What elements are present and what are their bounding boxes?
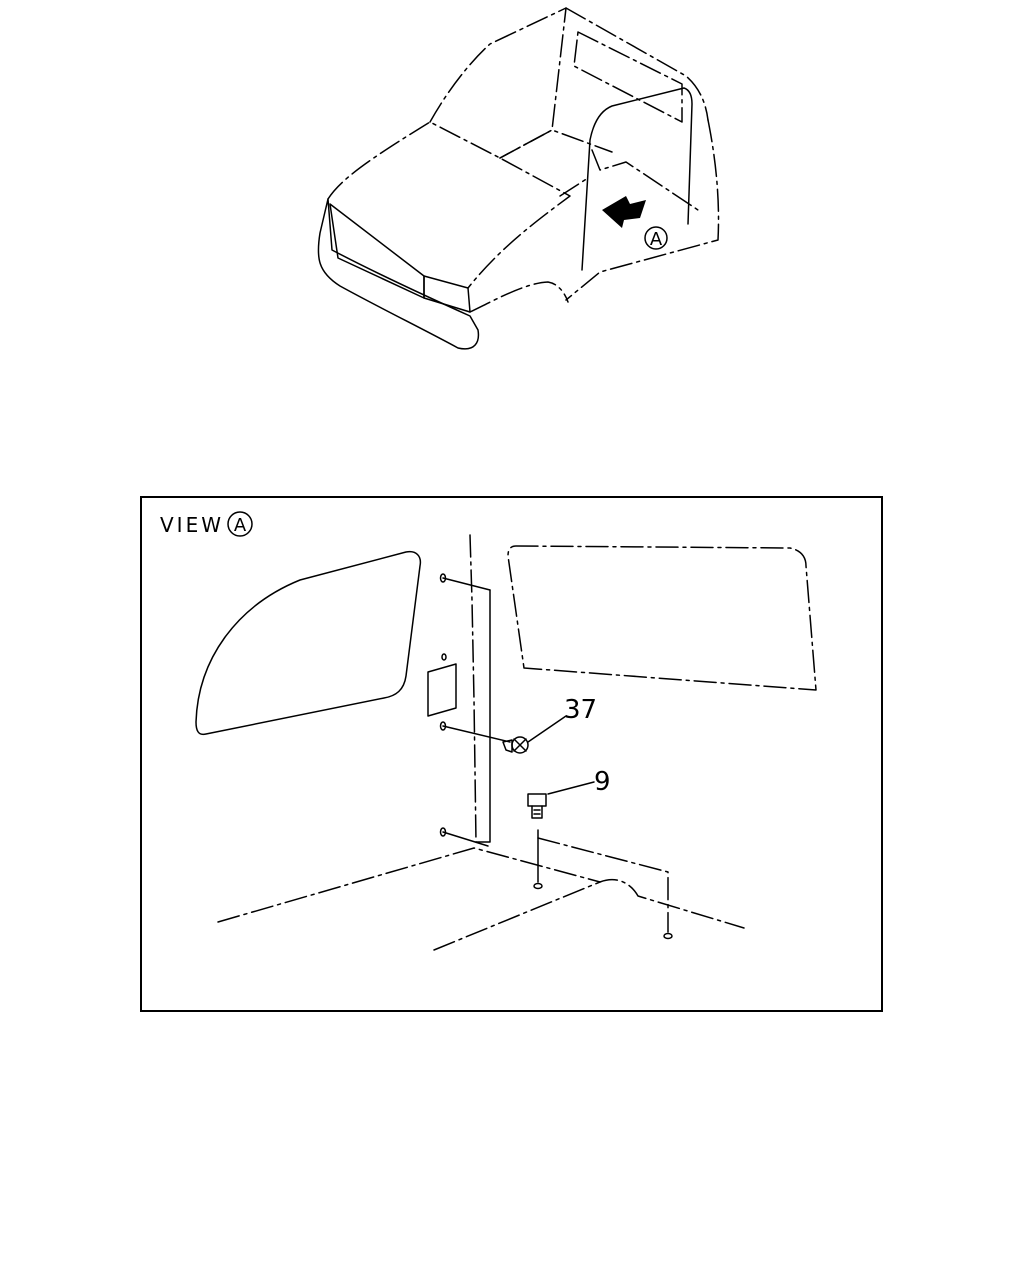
pillar-guide-top	[442, 577, 491, 591]
floor-line-right	[433, 878, 745, 951]
floor-hole-right	[663, 932, 673, 940]
pillar-guide-mid	[442, 725, 511, 743]
quarter-window	[195, 550, 422, 736]
rear-window-detail	[507, 545, 817, 691]
view-callout-circle	[227, 511, 253, 537]
door-pillar-inner	[591, 149, 699, 211]
front-bumper	[317, 198, 480, 350]
label-plate	[427, 663, 457, 717]
center-pillar	[469, 534, 477, 843]
hood	[327, 121, 571, 289]
floor-hole-left	[533, 882, 543, 890]
detail-view: VIEW A 37	[140, 496, 883, 1012]
overview-callout-circle	[644, 226, 668, 250]
clip-part-icon	[502, 736, 529, 754]
mount-hole-bottom	[439, 827, 447, 837]
mount-hole-mid	[439, 721, 447, 731]
cab-rear-panel	[565, 119, 720, 301]
part-9-leader	[547, 781, 595, 795]
cab-floor	[499, 129, 613, 197]
pillar-guide-bottom	[442, 831, 489, 847]
part-37-number: 37	[564, 695, 597, 725]
headlight	[423, 275, 471, 313]
part-37-leader	[527, 715, 567, 743]
pillar-trim	[475, 589, 491, 843]
door-opening	[581, 87, 693, 271]
detail-frame	[140, 496, 883, 1012]
grille	[329, 203, 425, 299]
part-9-number: 9	[594, 767, 611, 797]
front-fender	[469, 281, 569, 313]
bolt-part-icon	[527, 793, 547, 819]
rear-window	[573, 31, 683, 123]
overview-callout-label: A	[650, 229, 663, 250]
cab-overview: A	[317, 7, 720, 350]
windshield	[429, 7, 567, 159]
view-callout-label: A	[234, 515, 247, 536]
floor-line-left	[217, 847, 601, 923]
floor-step-upper	[537, 837, 669, 933]
roof	[565, 7, 709, 121]
mount-hole-small	[441, 653, 447, 661]
view-label: VIEW	[160, 513, 224, 537]
mount-hole-top	[439, 573, 447, 583]
view-arrow-icon	[602, 196, 646, 228]
